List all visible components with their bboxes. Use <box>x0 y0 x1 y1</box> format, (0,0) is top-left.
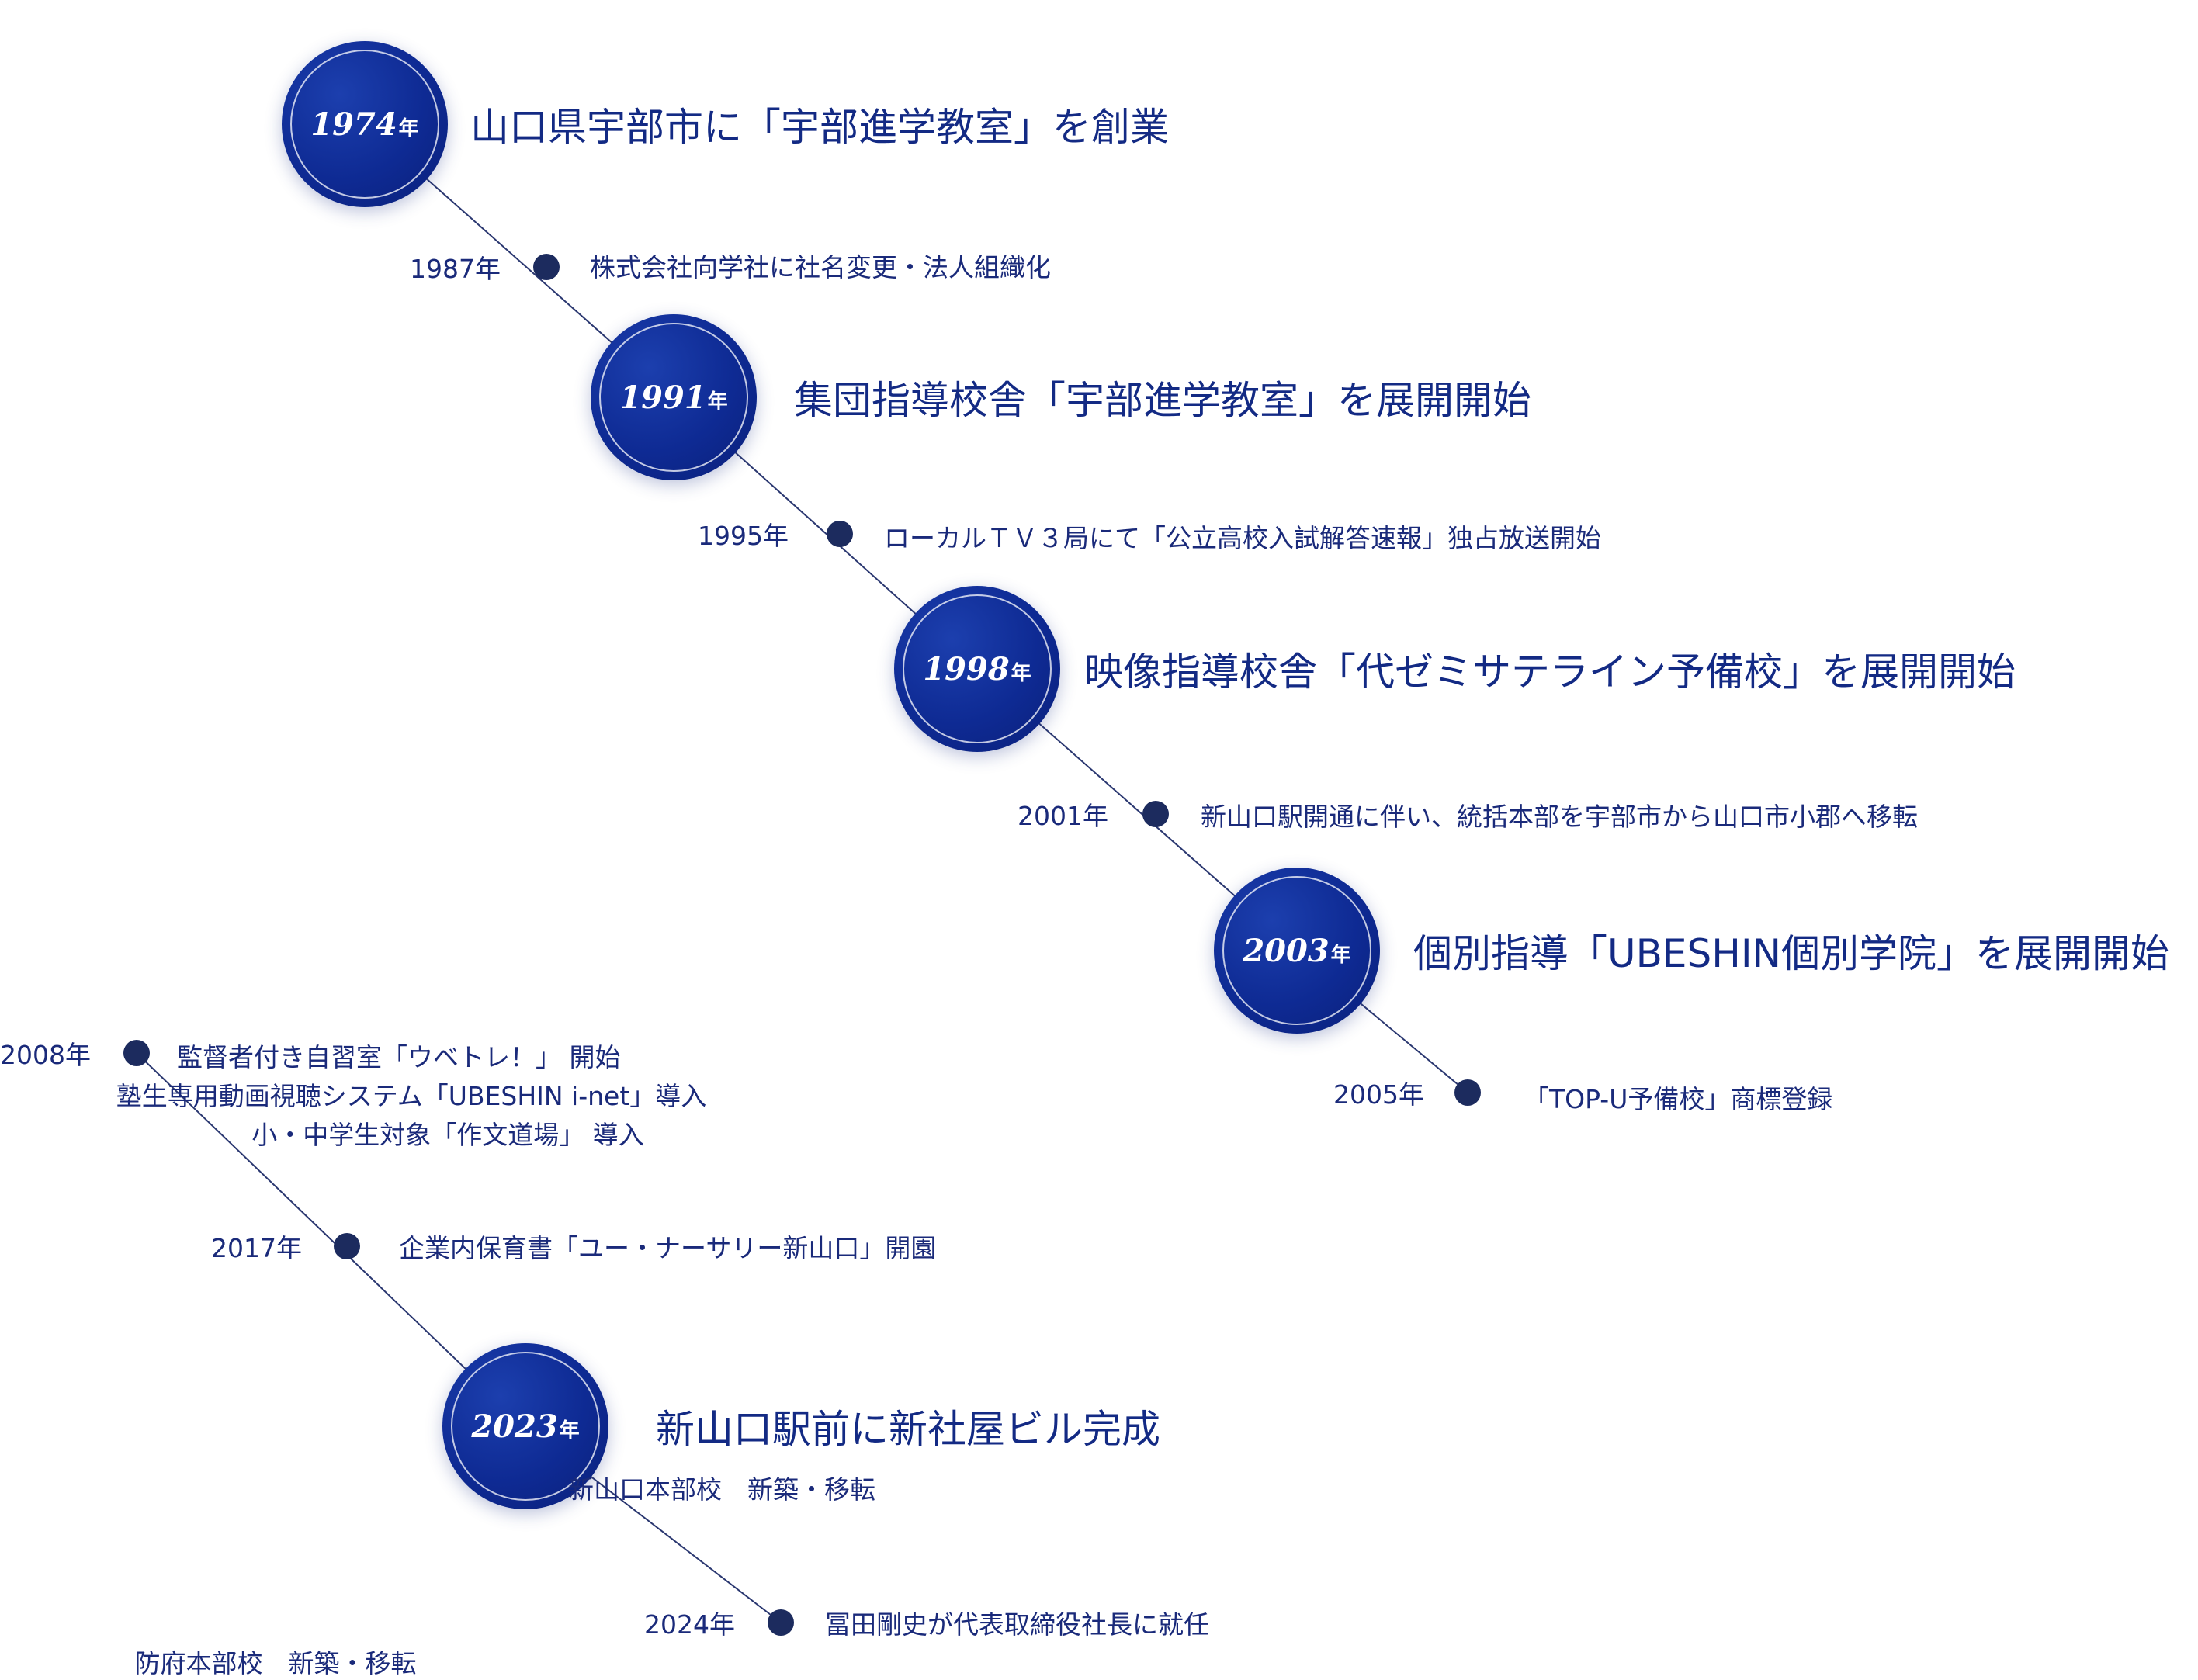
milestone-year: 1974年 <box>310 106 418 143</box>
event-dot <box>123 1040 150 1066</box>
event-dot <box>827 521 853 547</box>
event-text: 「TOP-U予備校」商標登録 <box>1524 1084 1833 1114</box>
milestone-year-number: 1998 <box>923 650 1010 688</box>
event-text: 企業内保育書「ユー・ナーサリー新山口」開園 <box>399 1233 937 1263</box>
milestone-year: 2023年 <box>471 1408 579 1445</box>
milestone-year-number: 2003 <box>1243 932 1330 969</box>
milestone-circle: 1974年 <box>282 41 448 207</box>
event-text: 塾生専用動画視聴システム「UBESHIN i-net」導入 <box>116 1081 707 1111</box>
event-dot <box>1142 801 1169 827</box>
event-text: 新山口駅開通に伴い、統括本部を宇部市から山口市小郡へ移転 <box>1201 802 1918 832</box>
milestone-title: 集団指導校舎「宇部進学教室」を展開開始 <box>794 378 1531 423</box>
milestone-year: 1998年 <box>923 651 1031 688</box>
milestone-circle: 1998年 <box>894 586 1060 752</box>
milestone-year-unit: 年 <box>398 116 419 140</box>
milestone-year-unit: 年 <box>1011 661 1031 685</box>
event-text: 株式会社向学社に社名変更・法人組織化 <box>590 252 1051 282</box>
milestone-title: 映像指導校舎「代ゼミサテライン予備校」を展開開始 <box>1084 649 2016 695</box>
milestone-circle: 2023年 <box>442 1343 608 1509</box>
milestone-year-unit: 年 <box>1330 943 1351 967</box>
milestone-year-number: 2023 <box>471 1408 558 1445</box>
event-year: 1995年 <box>698 521 789 551</box>
milestone-title: 新山口駅前に新社屋ビル完成 <box>656 1407 1160 1452</box>
event-text: 冨田剛史が代表取締役社長に就任 <box>825 1609 1209 1640</box>
event-text: 小・中学生対象「作文道場」 導入 <box>251 1120 644 1150</box>
event-year: 1987年 <box>410 254 501 284</box>
milestone-year-number: 1974 <box>310 106 397 143</box>
event-year: 2001年 <box>1018 801 1108 831</box>
milestone-circle: 2003年 <box>1214 868 1380 1034</box>
event-year: 2017年 <box>211 1233 302 1263</box>
event-dot <box>334 1233 360 1259</box>
event-year: 2024年 <box>644 1609 735 1640</box>
milestone-year-unit: 年 <box>559 1418 580 1443</box>
event-text: ローカルＴＶ３局にて「公立高校入試解答速報」独占放送開始 <box>884 523 1601 553</box>
event-year: 2005年 <box>1333 1079 1424 1110</box>
event-text: 監督者付き自習室「ウベトレ！」 開始 <box>177 1042 621 1072</box>
milestone-year: 2003年 <box>1243 933 1350 969</box>
milestone-year: 1991年 <box>619 379 727 416</box>
event-dot <box>768 1609 794 1636</box>
event-text: 防府本部校 新築・移転 <box>134 1648 417 1678</box>
event-dot <box>533 254 560 280</box>
milestone-title: 個別指導「UBESHIN個別学院」を展開開始 <box>1413 931 2169 976</box>
event-dot <box>1454 1079 1481 1106</box>
milestone-circle: 1991年 <box>591 314 757 480</box>
milestone-subtext: 新山口本部校 新築・移転 <box>568 1474 875 1505</box>
event-year: 2008年 <box>0 1040 91 1070</box>
milestone-year-number: 1991 <box>619 379 706 416</box>
milestone-year-unit: 年 <box>707 390 728 414</box>
connector-line <box>136 1052 526 1427</box>
milestone-title: 山口県宇部市に「宇部進学教室」を創業 <box>470 105 1169 150</box>
